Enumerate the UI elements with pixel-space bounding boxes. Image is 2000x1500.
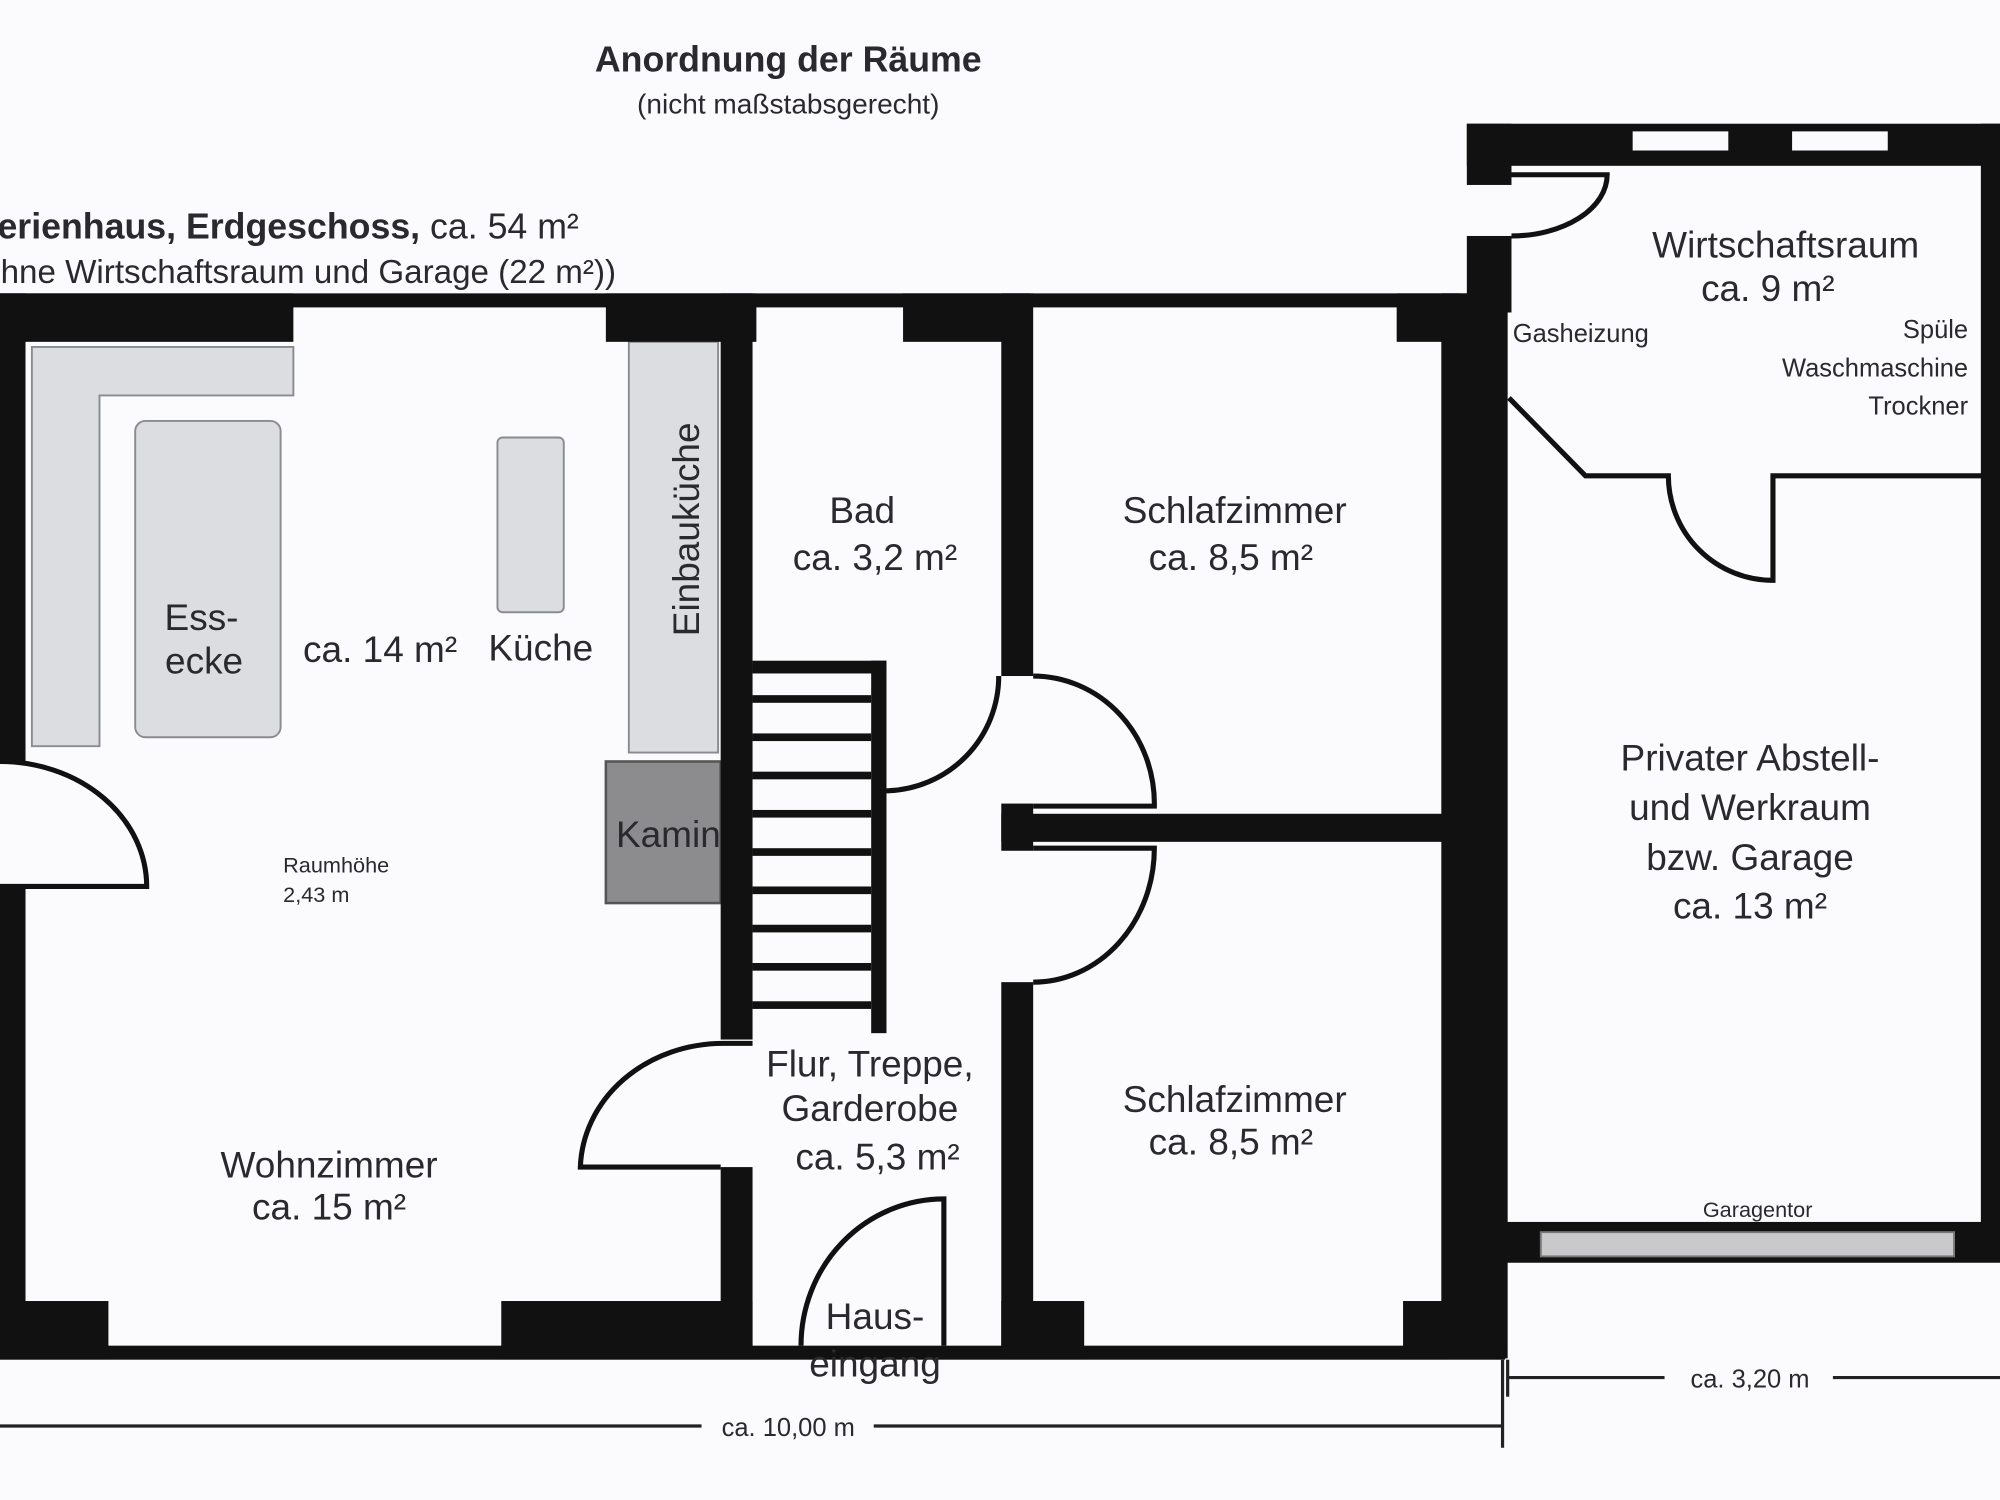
door-wohnzimmer-outer[interactable] [0,758,150,890]
flur-line-1: Flur, Treppe, [766,1044,974,1085]
schlafzimmer-2-area: ca. 8,5 m² [1149,1121,1313,1162]
raumhoehe-value: 2,43 m [283,882,349,907]
builtin-kitchen [627,340,720,754]
garage-area: ca. 13 m² [1673,885,1827,926]
trockner-label: Trockner [1868,393,1968,421]
house-heading: erienhaus, Erdgeschoss, ca. 54 m² [0,207,579,247]
page-title: Anordnung der Räume [595,39,982,79]
kueche-name: Küche [488,628,593,669]
kamin-label: Kamin [616,814,721,855]
garage-line-2: und Werkraum [1629,787,1871,828]
house-name: erienhaus, Erdgeschoss, [0,207,420,247]
doors [0,172,1984,1346]
einbaukueche-label: Einbauküche [666,422,707,636]
door-wirtschaftsraum-garage[interactable] [1507,396,1984,583]
wohnzimmer-area: ca. 15 m² [252,1186,406,1227]
flur-area: ca. 5,3 m² [795,1137,959,1178]
bad-area: ca. 3,2 m² [793,537,957,578]
door-wirtschaftsraum-outer[interactable] [1511,172,1610,239]
hauseingang-line-1: Haus- [826,1296,925,1337]
furniture [30,340,722,905]
kitchen-counter [30,345,295,748]
schlafzimmer-1-name: Schlafzimmer [1123,490,1347,531]
door-hauseingang[interactable] [798,1196,947,1346]
wohnzimmer-name: Wohnzimmer [221,1144,438,1185]
garage-window [1792,131,1888,151]
essecke-label-2: ecke [165,640,243,681]
garage-width-label: ca. 3,20 m [1690,1366,1809,1394]
garagentor-label: Garagentor [1703,1197,1813,1222]
house-area: ca. 54 m² [430,207,579,247]
house-note: ohne Wirtschaftsraum und Garage (22 m²)) [0,254,616,291]
raumhoehe-label: Raumhöhe [283,852,389,877]
flur-line-2: Garderobe [782,1088,959,1129]
garage-line-1: Privater Abstell- [1621,737,1880,778]
garage-door[interactable] [1539,1231,1956,1258]
door-schlafzimmer-1[interactable] [1033,673,1157,809]
fireplace [604,760,722,905]
spuele-label: Spüle [1903,316,1968,344]
garage-line-3: bzw. Garage [1646,837,1854,878]
wirtschaftsraum-area: ca. 9 m² [1701,268,1835,309]
door-wohnzimmer[interactable] [577,1040,753,1170]
schlafzimmer-2-name: Schlafzimmer [1123,1079,1347,1120]
dimension-lines [0,1359,2000,1448]
staircase[interactable] [752,660,887,1034]
bad-name: Bad [829,490,895,531]
hauseingang-line-2: eingang [809,1343,941,1384]
garage-window [1632,131,1729,151]
kueche-area: ca. 14 m² [303,629,457,670]
door-bad[interactable] [886,676,1002,794]
house-width-label: ca. 10,00 m [722,1414,855,1442]
dining-table [134,419,282,739]
essecke-label-1: Ess- [165,597,239,638]
page-subtitle: (nicht maßstabsgerecht) [637,89,939,120]
gasheizung-label: Gasheizung [1513,320,1649,348]
wirtschaftsraum-name: Wirtschaftsraum [1652,225,1919,266]
door-schlafzimmer-2[interactable] [1033,845,1157,985]
waschmaschine-label: Waschmaschine [1782,354,1968,382]
schlafzimmer-1-area: ca. 8,5 m² [1149,537,1313,578]
kitchen-island [496,436,565,614]
